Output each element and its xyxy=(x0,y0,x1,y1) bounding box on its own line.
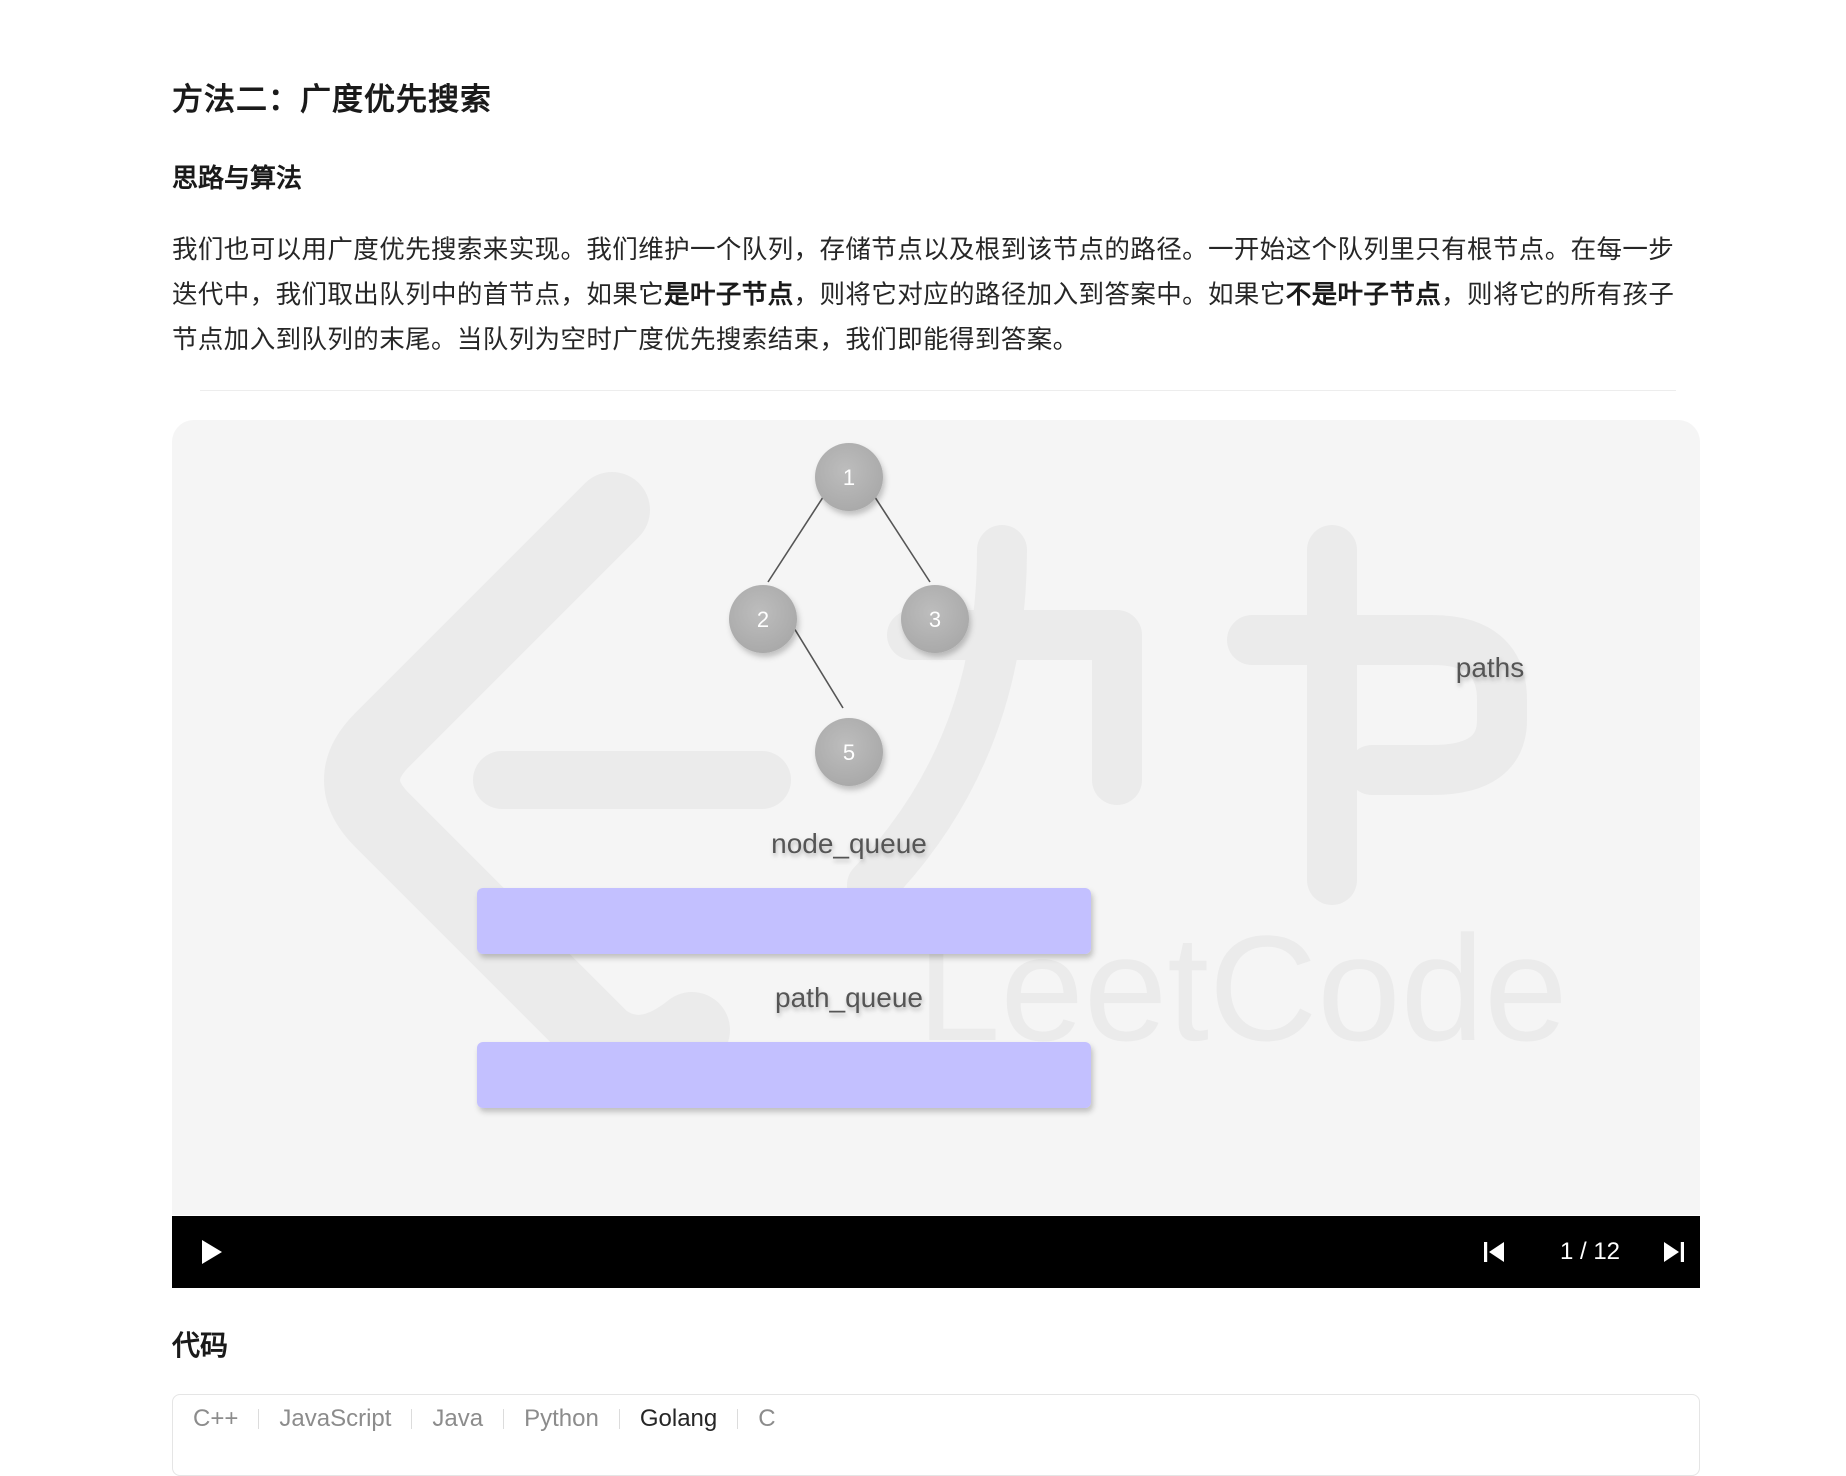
algorithm-description: 我们也可以用广度优先搜索来实现。我们维护一个队列，存储节点以及根到该节点的路径。… xyxy=(172,228,1700,363)
tab-cpp[interactable]: C++ xyxy=(193,1405,239,1432)
play-button[interactable] xyxy=(192,1216,232,1288)
tab-javascript[interactable]: JavaScript xyxy=(279,1405,392,1432)
leetcode-watermark-icon: LeetCode xyxy=(324,472,1568,1091)
path-queue-label: path_queue xyxy=(775,982,923,1013)
play-icon xyxy=(202,1240,222,1264)
tree-node-2: 2 xyxy=(729,585,797,653)
section-heading: 方法二：广度优先搜索 xyxy=(172,82,492,118)
tab-c[interactable]: C xyxy=(758,1405,776,1432)
animation-canvas: LeetCode 1 2 3 5 xyxy=(324,443,1568,1108)
path-queue-bar xyxy=(477,1042,1091,1108)
code-heading: 代码 xyxy=(172,1329,229,1362)
tab-python[interactable]: Python xyxy=(524,1405,599,1432)
tab-separator xyxy=(618,1409,620,1429)
tab-separator xyxy=(258,1409,260,1429)
tab-java[interactable]: Java xyxy=(432,1405,484,1432)
skip-previous-icon xyxy=(1484,1242,1504,1262)
code-panel: C++ JavaScript Java Python Golang C xyxy=(172,1394,1700,1476)
paragraph-text-1: 我们也可以用广度优先搜索来实现。我们维护一个队列，存储节点以及根到该节点的路径。… xyxy=(172,235,1675,310)
tab-separator xyxy=(503,1409,505,1429)
svg-text:1: 1 xyxy=(843,465,855,490)
tree-node-5: 5 xyxy=(815,718,883,786)
paragraph-text-2: ，则将它对应的路径加入到答案中。如果它 xyxy=(793,280,1286,310)
prev-step-button[interactable] xyxy=(1472,1216,1516,1288)
divider xyxy=(200,390,1676,391)
step-indicator: 1 / 12 xyxy=(1559,1238,1621,1265)
tab-separator xyxy=(737,1409,739,1429)
tree-node-1: 1 xyxy=(815,443,883,511)
paragraph-text-3: ，则将它的所有孩子节点加入到队列的末尾。当队列为空时广度优先搜索结束，我们即能得… xyxy=(172,280,1675,355)
edge-1-3 xyxy=(868,487,931,583)
subsection-heading: 思路与算法 xyxy=(172,164,303,194)
skip-next-icon xyxy=(1664,1242,1684,1262)
node-queue-label: node_queue xyxy=(771,828,927,859)
player-controls: 1 / 12 xyxy=(172,1216,1700,1288)
bold-not-leaf-node: 不是叶子节点 xyxy=(1285,280,1442,310)
animation-stage: LeetCode 1 2 3 5 xyxy=(172,420,1700,1215)
svg-text:3: 3 xyxy=(929,607,941,632)
svg-text:5: 5 xyxy=(843,740,855,765)
tree-edges xyxy=(767,487,931,709)
tree-node-3: 3 xyxy=(901,585,969,653)
language-tabs: C++ JavaScript Java Python Golang C xyxy=(193,1405,776,1433)
next-step-button[interactable] xyxy=(1652,1216,1696,1288)
tab-golang[interactable]: Golang xyxy=(639,1405,718,1432)
tab-separator xyxy=(411,1409,413,1429)
bold-leaf-node: 是叶子节点 xyxy=(664,280,794,310)
node-queue-bar xyxy=(477,888,1091,954)
svg-text:2: 2 xyxy=(757,607,769,632)
edge-1-2 xyxy=(767,487,830,583)
paths-label: paths xyxy=(1456,652,1525,683)
